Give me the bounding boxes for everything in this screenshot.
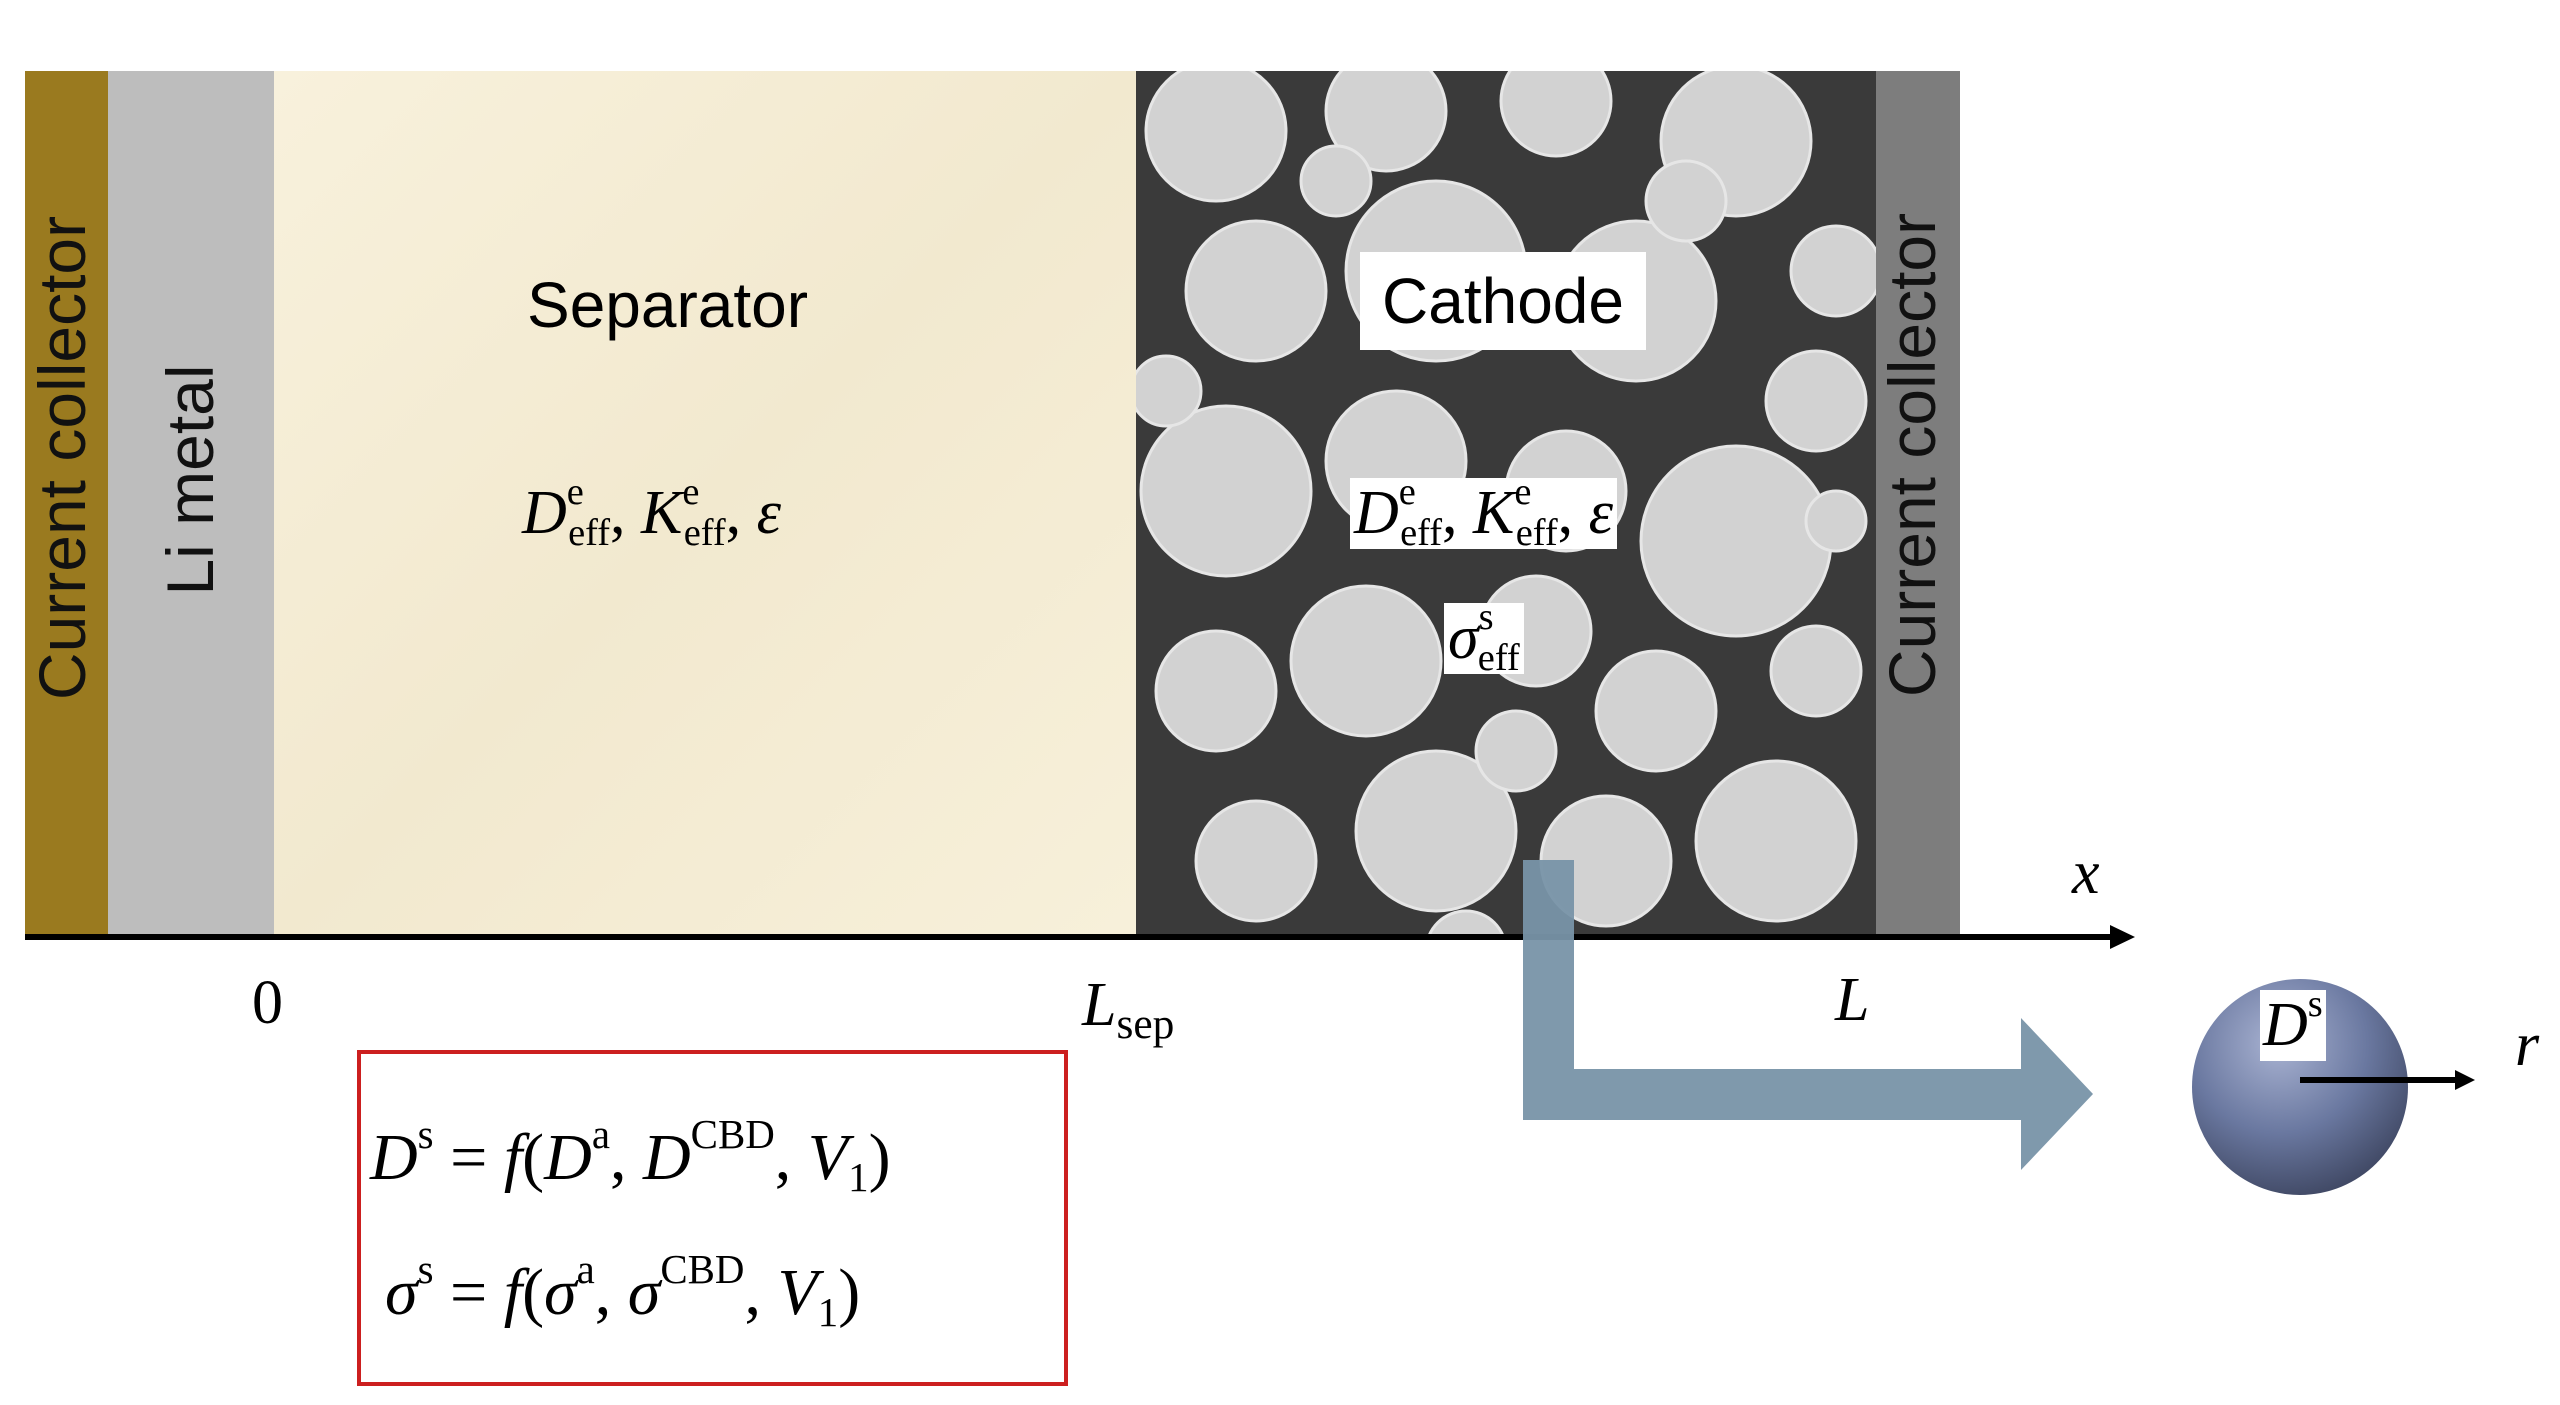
math-text: ( [522, 1256, 545, 1329]
cathode-particle [1804, 489, 1868, 553]
math-superscript: CBD [690, 1112, 775, 1158]
math-symbol: ε [756, 479, 782, 547]
math-symbol: σ [1448, 604, 1479, 672]
r-axis-label: r [2515, 1011, 2540, 1079]
left-current-collector [25, 71, 108, 935]
right-current-collector [1876, 71, 1960, 935]
cathode-particle [1324, 71, 1448, 173]
cathode-particle [1694, 759, 1858, 923]
li-metal [108, 71, 274, 935]
math-superscript: a [591, 1112, 610, 1158]
math-superscript: e [682, 471, 700, 514]
math-text: , [1442, 479, 1474, 547]
math-symbol: K [641, 479, 683, 547]
math-text: , [609, 1121, 643, 1194]
separator-label: Separator [527, 269, 809, 341]
math-text: , [725, 479, 757, 547]
math-superscript: e [566, 471, 584, 514]
cathode-particle [1594, 649, 1718, 773]
cathode-particle [1769, 624, 1863, 718]
math-subscript: eff [683, 511, 726, 554]
math-subscript: eff [1400, 511, 1443, 554]
cathode-particle [1474, 709, 1558, 793]
cathode-particle [1184, 219, 1328, 363]
math-symbol: σ [385, 1256, 418, 1329]
cathode-particle [1136, 354, 1203, 428]
math-text: , [610, 479, 642, 547]
cathode-particle [1154, 629, 1278, 753]
cathode-sigma: σseff [1444, 596, 1524, 679]
math-symbol: K [1473, 479, 1515, 547]
math-symbol: σ [627, 1256, 661, 1329]
separator-properties: Deeff, Keeff, ε [522, 471, 782, 553]
math-symbol: D [2263, 991, 2308, 1059]
cathode-properties: Deeff, Keeff, ε [1350, 471, 1618, 554]
math-text: ) [868, 1121, 891, 1194]
math-superscript: s [417, 1112, 434, 1158]
cathode-particle [1144, 71, 1288, 203]
cathode-label: Cathode [1360, 252, 1646, 350]
separator [274, 71, 1136, 935]
math-symbol: D [544, 1121, 592, 1194]
math-text: = [433, 1256, 504, 1329]
cathode-particle [1427, 909, 1505, 935]
cathode-particle [1354, 749, 1518, 913]
x-axis-arrowhead [2110, 925, 2135, 949]
cathode-particle [1499, 71, 1613, 158]
cathode-particle [1289, 584, 1443, 738]
math-symbol: D [1354, 479, 1399, 547]
math-subscript: eff [1515, 511, 1558, 554]
math-subscript: eff [568, 511, 611, 554]
math-text: , [594, 1256, 628, 1329]
x-axis-label: x [2072, 839, 2100, 907]
math-text: = [433, 1121, 504, 1194]
cathode-particle [1764, 349, 1868, 453]
math-superscript: CBD [660, 1247, 745, 1293]
cathode-particle [1139, 404, 1313, 578]
particle-diffusivity: Ds [2260, 983, 2326, 1061]
r-axis-arrowhead [2455, 1070, 2475, 1090]
cathode-particle [1644, 159, 1728, 243]
math-symbol: V [777, 1256, 818, 1329]
tick-lsep: Lsep [1082, 970, 1174, 1048]
cathode-microstructure [1136, 71, 1876, 935]
math-superscript: e [1514, 471, 1532, 514]
cathode-particle [1299, 144, 1373, 218]
math-text: ( [522, 1121, 545, 1194]
math-symbol: D [522, 479, 567, 547]
math-symbol: V [807, 1121, 849, 1194]
math-symbol: σ [544, 1256, 577, 1329]
cathode-particle [1194, 799, 1318, 923]
blue-transition-arrow [1523, 860, 2093, 1170]
math-superscript: s [417, 1247, 434, 1293]
tick-zero: 0 [252, 969, 283, 1037]
math-symbol: D [370, 1121, 418, 1194]
math-subscript: 1 [817, 1290, 839, 1336]
math-symbol: f [503, 1256, 523, 1329]
particle-sphere [2192, 979, 2408, 1195]
math-superscript: e [1398, 471, 1416, 514]
math-text: , [774, 1121, 808, 1194]
math-subscript: 1 [848, 1155, 869, 1201]
math-symbol: D [642, 1121, 691, 1194]
math-superscript: s [2307, 983, 2323, 1026]
math-superscript: s [1478, 596, 1494, 639]
math-text: , [744, 1256, 778, 1329]
math-text: ) [838, 1256, 861, 1329]
math-subscript: eff [1477, 636, 1520, 679]
equation-box [357, 1050, 1068, 1386]
math-superscript: a [576, 1247, 595, 1293]
equation-diffusivity: Ds = f(Da, DCBD, V1) [370, 1112, 891, 1200]
cathode-particle [1789, 224, 1876, 318]
math-symbol: ε [1588, 479, 1614, 547]
math-text: , [1557, 479, 1589, 547]
equation-conductivity: σs = f(σa, σCBD, V1) [385, 1247, 861, 1335]
math-symbol: f [503, 1121, 523, 1194]
tick-L: L [1835, 966, 1870, 1034]
tick-lsep-main: L [1082, 971, 1117, 1039]
tick-lsep-sub: sep [1116, 1000, 1175, 1049]
